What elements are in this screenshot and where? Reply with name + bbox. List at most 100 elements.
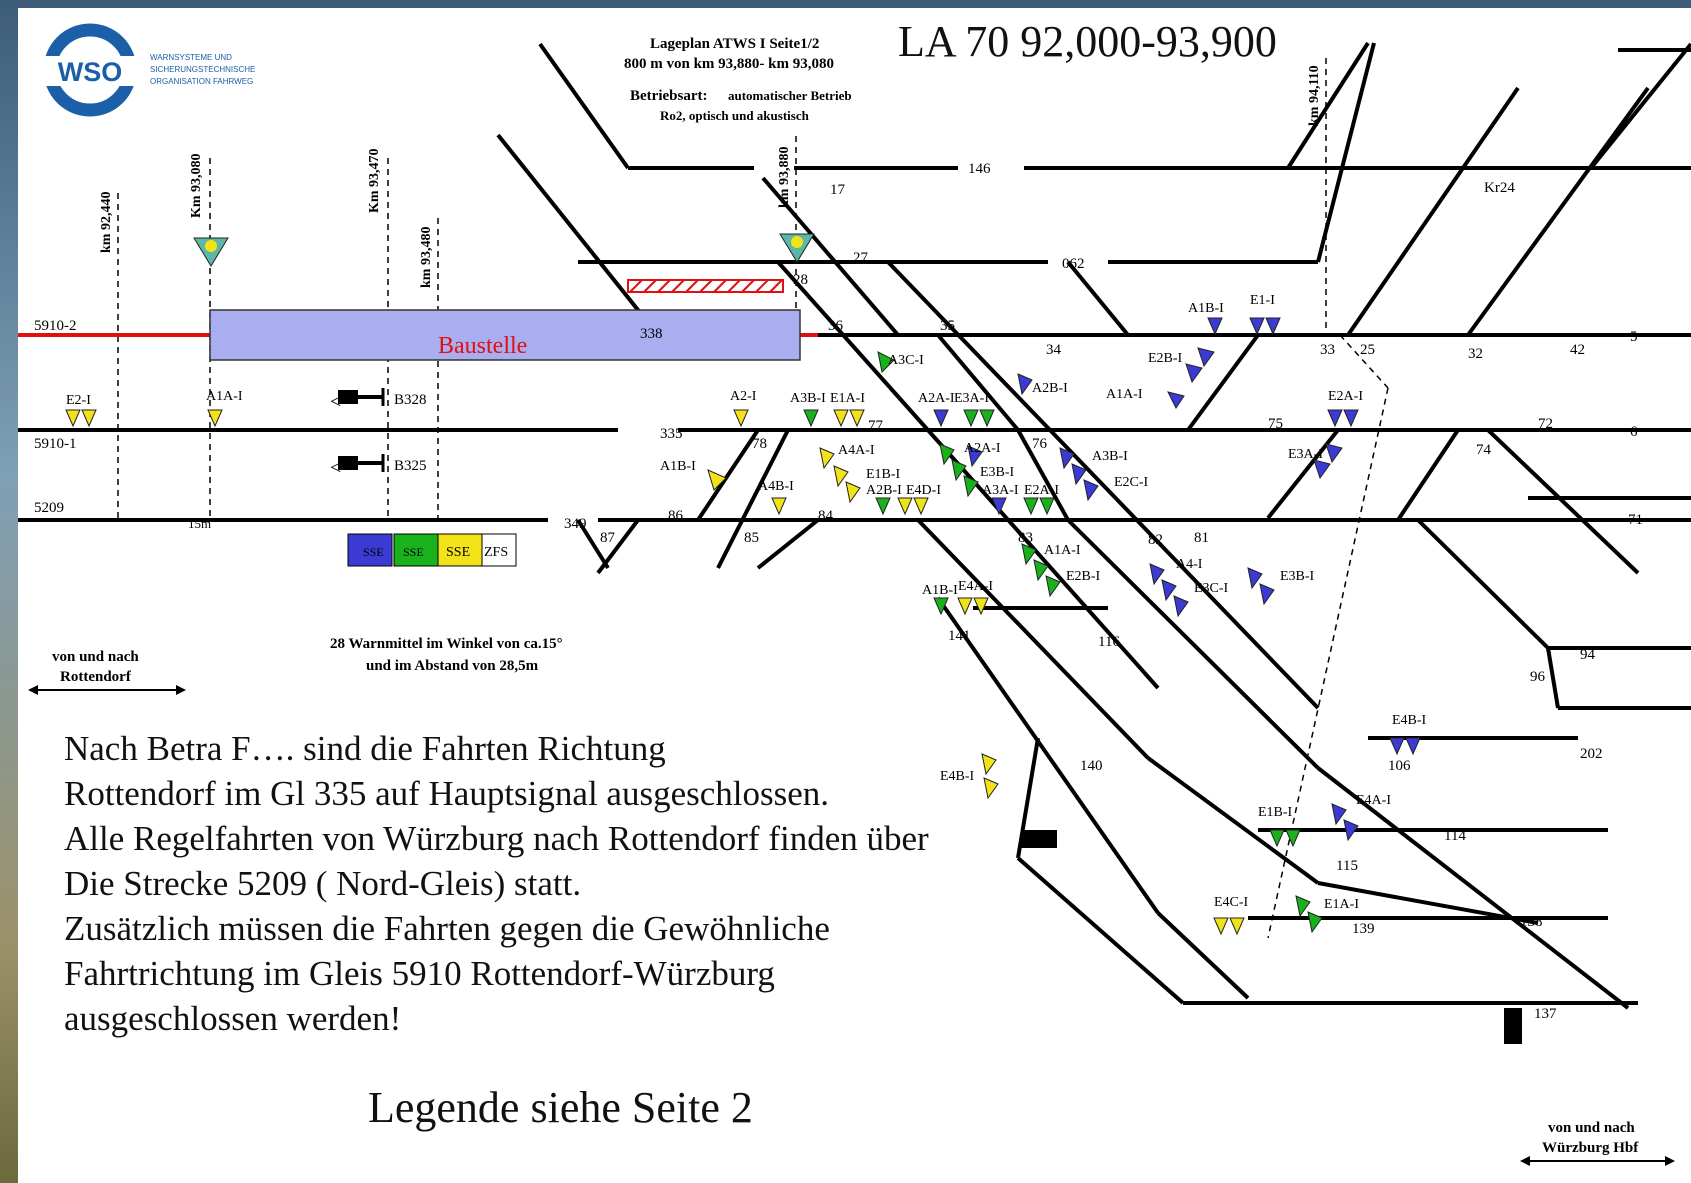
post-label: E4D-I [906,483,941,498]
track-number: 335 [660,426,683,442]
signal-b325: < B325 [330,454,427,479]
warning-triangles [65,317,1421,936]
switch-number: 35 [940,318,955,334]
switch-number: 141 [948,628,971,644]
svg-text:800 m von km 93,880- km 93,080: 800 m von km 93,880- km 93,080 [624,56,834,72]
switch-number: 86 [668,508,684,524]
post-label: A1B-I [660,459,696,474]
switch-number: 75 [1268,416,1283,432]
switch-number: 116 [1098,634,1120,650]
track-number: Kr24 [1484,180,1515,196]
svg-text:<: < [330,391,341,413]
post-label: E3C-I [1194,581,1229,596]
track-label: 5910-1 [34,436,77,452]
post-label: E3A-I [954,391,989,406]
post-label: E4A-I [958,579,993,594]
post-label: E4B-I [940,769,975,784]
post-label: E3B-I [980,465,1015,480]
svg-text:Rottendorf: Rottendorf [60,669,132,685]
signal-b328: < B328 [330,388,427,413]
post-label: E2C-I [1114,475,1149,490]
plan-subtitle: Lageplan ATWS I Seite1/2 [650,36,819,52]
post-label: E2A-I [1328,389,1363,404]
post-label: A4-I [1176,557,1203,572]
track-plan-diagram: Baustelle WSO WARNSYSTEME UND SICHERUNGS… [18,17,1691,1166]
note-line: Nach Betra F…. sind die Fahrten Richtung [64,729,666,768]
switch-number: 85 [744,530,759,546]
post-label: A4A-I [838,443,875,458]
switch-number: 32 [1468,346,1483,362]
svg-text:Ro2, optisch und akustisch: Ro2, optisch und akustisch [660,108,810,123]
post-label: E1B-I [866,467,901,482]
switch-number: 115 [1336,858,1358,874]
distance-label: 15m [188,516,211,531]
track-label: 5209 [34,500,64,516]
post-label: E4C-I [1214,895,1249,910]
switch-number: 27 [853,250,869,266]
switch-number: 114 [1444,828,1466,844]
post-label: A4B-I [758,479,794,494]
operating-note: Nach Betra F…. sind die Fahrten Richtung… [64,726,1044,1041]
post-label: A3B-I [1092,449,1128,464]
track-number: 146 [968,161,991,177]
track-label: 5910-2 [34,318,77,334]
switch-number: 17 [830,182,846,198]
switch-number: 28 [793,272,808,288]
svg-text:SSE: SSE [363,545,384,559]
svg-text:SSE: SSE [446,545,470,560]
km-marker: km 93,480 [419,227,434,288]
post-label: A3A-I [982,483,1019,498]
km-marker: km 93,880 [777,147,792,208]
km-marker: Km 93,080 [189,153,204,218]
track-number: 6 [1630,424,1638,440]
switch-number: 25 [1360,342,1375,358]
switch-number: 84 [818,508,834,524]
post-label: A1A-I [1044,543,1081,558]
post-label: A3C-I [888,353,924,368]
track-number: 062 [1062,256,1085,272]
post-label: E2A-I [1024,483,1059,498]
svg-text:WARNSYSTEME UND: WARNSYSTEME UND [150,53,232,62]
switch-number: 139 [1352,921,1375,937]
post-label: E3B-I [1280,569,1315,584]
post-label: E2B-I [1066,569,1101,584]
switch-number: 137 [1534,1006,1557,1022]
track-lines [18,41,1691,1010]
post-label: E1A-I [1324,897,1359,912]
post-label: E1A-I [830,391,865,406]
switch-number: 82 [1148,532,1163,548]
switch-number: 36 [828,318,844,334]
hatch-pattern [629,279,783,293]
signal-block-icon [1021,830,1522,1044]
svg-text:Würzburg Hbf: Würzburg Hbf [1542,1140,1639,1156]
post-label: A2A-I [964,441,1001,456]
switch-number: 106 [1388,758,1411,774]
svg-text:automatischer Betrieb: automatischer Betrieb [728,88,852,103]
note-line: Fahrtrichtung im Gleis 5910 Rottendorf-W… [64,954,775,993]
km-lines [117,58,1389,939]
note-line: Alle Regelfahrten von Würzburg nach Rott… [64,819,929,858]
switch-number: 94 [1580,647,1596,663]
switch-number: 96 [1530,669,1546,685]
track-number: 349 [564,516,587,532]
page-title: LA 70 92,000-93,900 [898,17,1277,66]
svg-text:<: < [330,457,341,479]
svg-text:von und nach: von und nach [1548,1120,1635,1136]
note-line: Zusätzlich müssen die Fahrten gegen die … [64,909,830,948]
switch-number: 81 [1194,530,1209,546]
post-label: A2B-I [866,483,902,498]
track-number: 202 [1580,746,1603,762]
svg-text:B325: B325 [394,458,427,474]
logo-band [42,56,140,86]
direction-left: von und nach Rottendorf [28,649,186,695]
svg-text:B328: B328 [394,392,427,408]
legend-color-boxes: SSE SSE SSE ZFS [347,533,517,567]
post-label: A2A-I [918,391,955,406]
switch-number: 34 [1046,342,1062,358]
switch-number: 87 [600,530,616,546]
km-marker: km 94,110 [1307,65,1322,126]
switch-number: 72 [1538,416,1553,432]
post-label: A1A-I [206,389,243,404]
switch-number: 42 [1570,342,1585,358]
post-label: A3B-I [790,391,826,406]
